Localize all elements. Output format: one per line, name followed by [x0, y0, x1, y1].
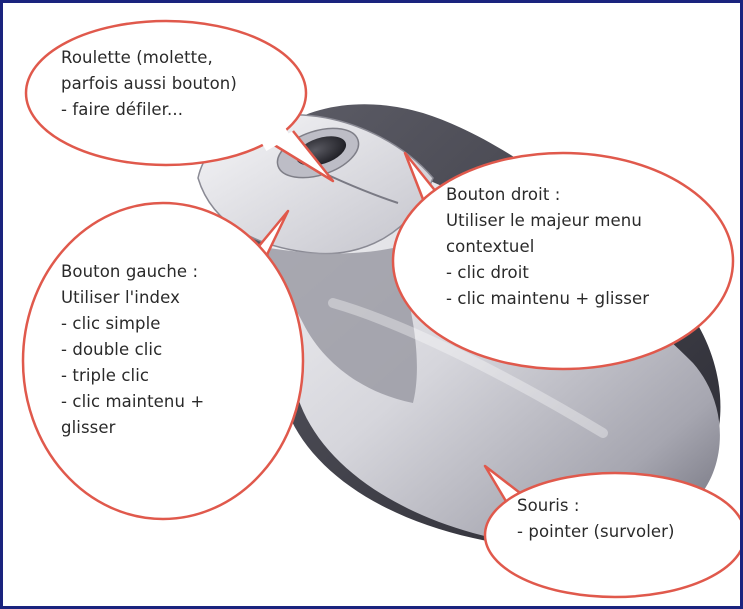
- callout-line: - clic droit: [446, 260, 649, 286]
- callout-line: - double clic: [61, 337, 204, 363]
- callout-line: Roulette (molette,: [61, 45, 237, 71]
- callout-line: - clic simple: [61, 311, 204, 337]
- callout-line: - pointer (survoler): [517, 519, 675, 545]
- callout-wheel-text: Roulette (molette, parfois aussi bouton)…: [61, 45, 237, 123]
- callout-line: Souris :: [517, 493, 675, 519]
- callout-line: Bouton droit :: [446, 182, 649, 208]
- callout-line: - clic maintenu +: [61, 389, 204, 415]
- callout-line: Utiliser l'index: [61, 285, 204, 311]
- callout-left-button-text: Bouton gauche : Utiliser l'index - clic …: [61, 259, 204, 441]
- callout-line: glisser: [61, 415, 204, 441]
- callout-line: - clic maintenu + glisser: [446, 286, 649, 312]
- callout-line: - faire défiler...: [61, 97, 237, 123]
- callout-line: parfois aussi bouton): [61, 71, 237, 97]
- callout-line: - triple clic: [61, 363, 204, 389]
- callout-mouse-text: Souris : - pointer (survoler): [517, 493, 675, 545]
- callout-line: contextuel: [446, 234, 649, 260]
- callout-right-button-text: Bouton droit : Utiliser le majeur menu c…: [446, 182, 649, 312]
- callout-line: Utiliser le majeur menu: [446, 208, 649, 234]
- callout-line: Bouton gauche :: [61, 259, 204, 285]
